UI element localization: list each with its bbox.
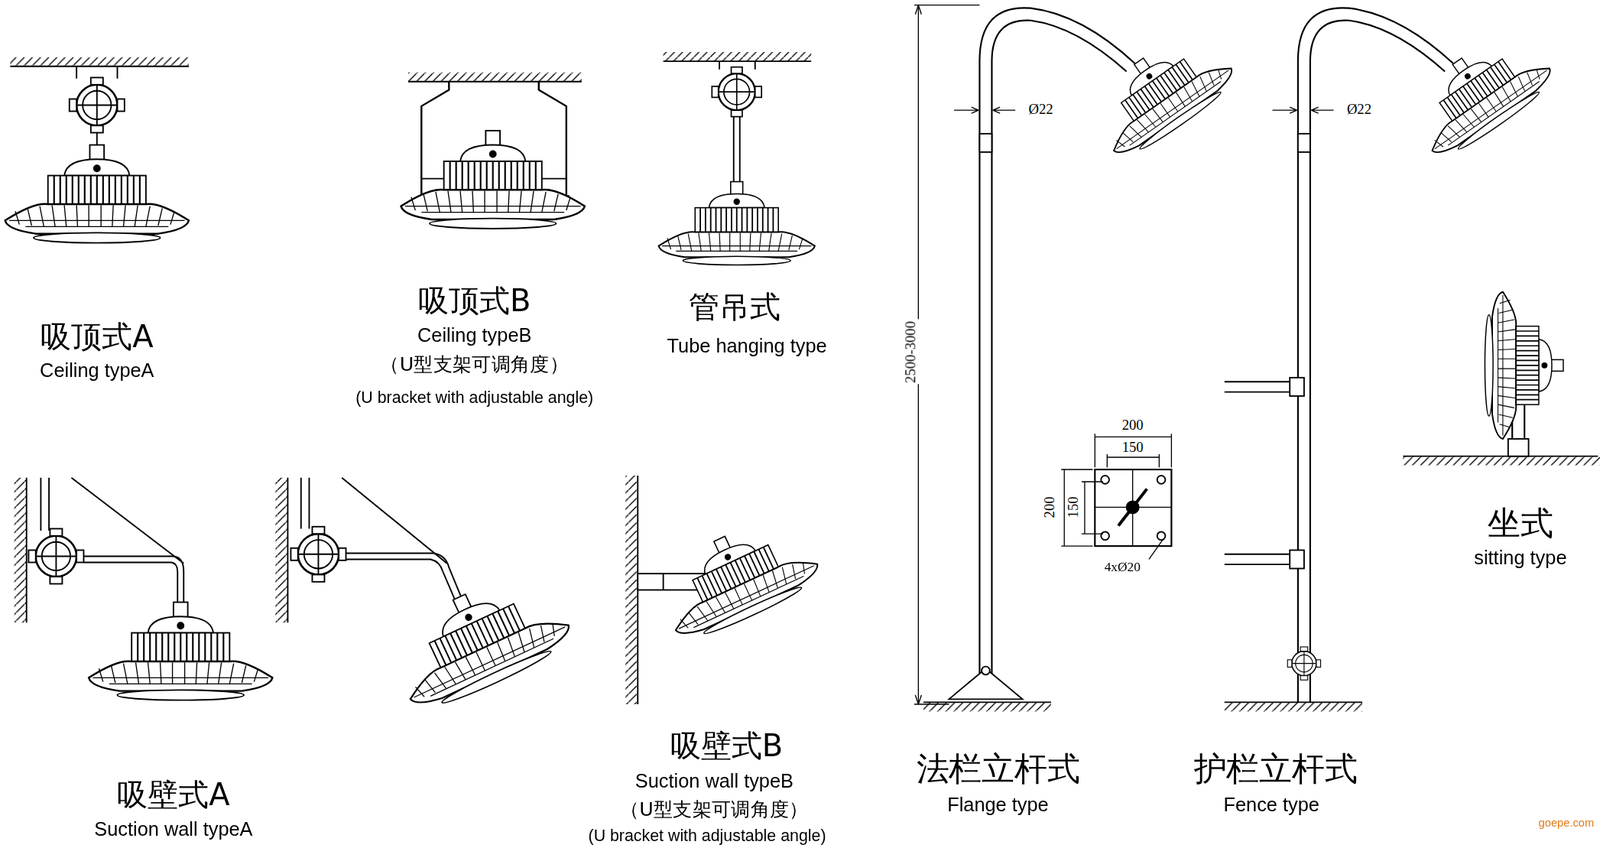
title-en: Flange type (947, 793, 1049, 816)
title-cn: 法栏立杆式 (916, 749, 1081, 788)
title-cn: 吸顶式B (418, 283, 532, 319)
suction-wall-type-a (14, 477, 273, 701)
sitting-type (1402, 292, 1600, 466)
suction-wall-type-b (625, 475, 825, 705)
dimension: 200 (1041, 495, 1059, 520)
note-en: (U bracket with adjustable angle) (588, 826, 827, 846)
dimension: Ø22 (1027, 101, 1055, 118)
dimension: 200 (1120, 417, 1145, 434)
flange-pole-type (914, 5, 1242, 712)
title-en: Suction wall typeB (635, 770, 794, 793)
note-en: (U bracket with adjustable angle) (355, 389, 594, 409)
title-en: Tube hanging type (667, 334, 828, 357)
title-en: Ceiling typeB (417, 324, 532, 347)
title-cn: 坐式 (1487, 505, 1553, 543)
title-en: Suction wall typeA (94, 818, 253, 841)
title-cn: 吸壁式A (116, 777, 231, 813)
title-cn: 吸壁式B (670, 728, 784, 764)
title-en: Ceiling typeA (39, 359, 154, 382)
dimension: Ø22 (1346, 101, 1373, 118)
title-en: Fence type (1223, 793, 1319, 816)
dimension: 2500-3000 (902, 320, 919, 385)
title-en: sitting type (1473, 546, 1567, 569)
dimension: 150 (1064, 495, 1081, 520)
watermark: goepe.com (1538, 816, 1595, 830)
note-cn: （U型支架可调角度） (619, 798, 809, 821)
ceiling-type-b (401, 72, 585, 229)
dimension: 150 (1120, 439, 1145, 456)
note-cn: （U型支架可调角度） (379, 353, 569, 376)
ceiling-type-a (5, 57, 189, 244)
title-cn: 吸顶式A (40, 319, 154, 355)
title-cn: 管吊式 (688, 289, 781, 325)
tube-hanging-type (658, 51, 815, 265)
title-cn: 护栏立杆式 (1194, 749, 1358, 788)
dimension: 4xØ20 (1103, 560, 1142, 576)
suction-wall-tilted (275, 477, 578, 719)
flange-plate-detail (1061, 433, 1172, 559)
